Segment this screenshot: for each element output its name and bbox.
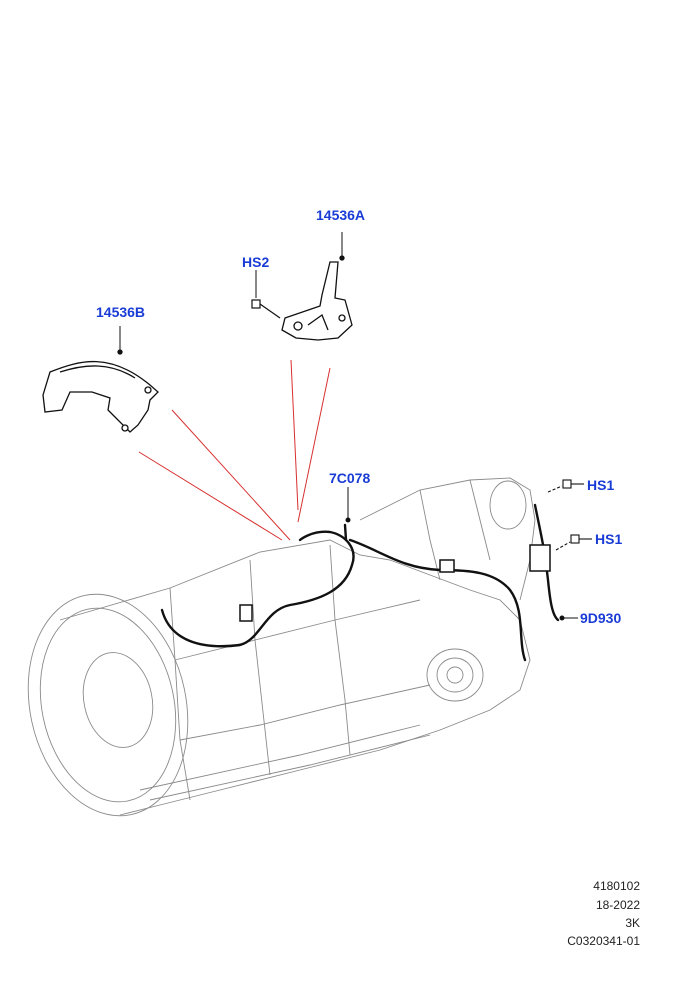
callout-hs1-top: HS1: [587, 477, 615, 493]
callout-7c078: 7C078: [329, 470, 371, 486]
footer-ref-1: 4180102: [593, 879, 640, 893]
transmission-body: [27, 477, 536, 817]
callout-hs1-bottom: HS1: [595, 531, 623, 547]
callout-9d930: 9D930: [580, 610, 622, 626]
footer-ref-2: 18-2022: [595, 898, 640, 912]
bracket-14536b: [42, 326, 159, 433]
callout-14536a: 14536A: [316, 207, 366, 223]
bolt-hs2: [251, 270, 281, 319]
wiring-harness: [160, 503, 560, 662]
bolt-hs1-bottom: [555, 534, 592, 551]
footer-ref-4: C0320341-01: [567, 934, 640, 948]
bracket-14536a: [281, 232, 353, 341]
footer-ref-3: 3K: [625, 916, 640, 930]
leader-7c078: [345, 487, 351, 523]
bolt-hs1-top: [547, 479, 584, 493]
callout-hs2: HS2: [242, 254, 270, 270]
callout-14536b: 14536B: [96, 304, 146, 320]
leader-9d930: [559, 615, 578, 621]
leader-lines: [138, 359, 331, 541]
